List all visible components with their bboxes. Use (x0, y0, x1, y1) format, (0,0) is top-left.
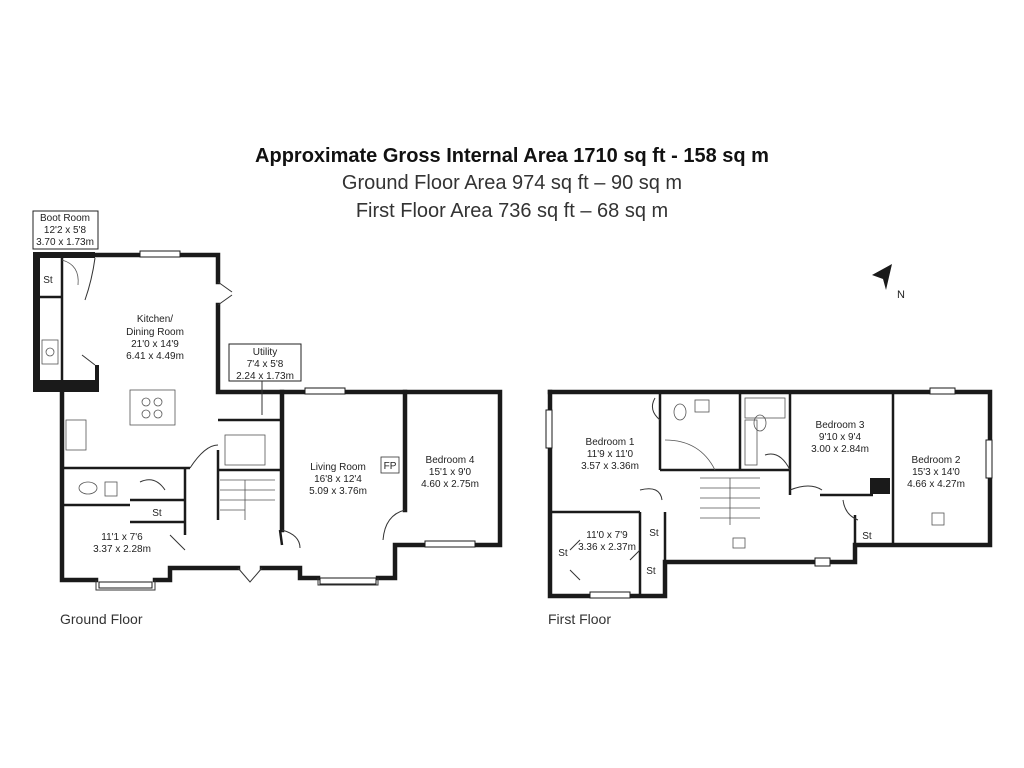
svg-text:7'4 x 5'8: 7'4 x 5'8 (247, 359, 284, 370)
svg-text:15'3 x 14'0: 15'3 x 14'0 (912, 467, 960, 478)
svg-text:5.09 x 3.76m: 5.09 x 3.76m (309, 486, 367, 497)
svg-text:3.37 x 2.28m: 3.37 x 2.28m (93, 544, 151, 555)
kitchen-label: Kitchen/ Dining Room 21'0 x 14'9 6.41 x … (126, 314, 184, 362)
svg-text:Bedroom 4: Bedroom 4 (426, 455, 475, 466)
bedroom3-label: Bedroom 3 9'10 x 9'4 3.00 x 2.84m (811, 420, 869, 455)
svg-text:21'0 x 14'9: 21'0 x 14'9 (131, 339, 179, 350)
boot-room-walls (33, 252, 99, 392)
svg-text:3.36 x 2.37m: 3.36 x 2.37m (578, 542, 636, 553)
svg-text:11'0 x 7'9: 11'0 x 7'9 (586, 530, 628, 541)
store-label-a: St (649, 528, 659, 539)
svg-text:6.41 x 4.49m: 6.41 x 4.49m (126, 351, 184, 362)
svg-text:4.60 x 2.75m: 4.60 x 2.75m (421, 479, 479, 490)
svg-text:Utility: Utility (253, 347, 277, 358)
first-floor-label: First Floor (548, 611, 611, 627)
svg-text:Kitchen/: Kitchen/ (137, 314, 173, 325)
svg-text:Living Room: Living Room (310, 462, 366, 473)
living-room-label: Living Room 16'8 x 12'4 5.09 x 3.76m FP (309, 456, 400, 497)
north-arrow-icon: N (872, 264, 905, 301)
svg-text:FP: FP (384, 461, 397, 472)
svg-text:3.70 x 1.73m: 3.70 x 1.73m (36, 237, 94, 248)
store-label-b: St (558, 548, 568, 559)
svg-text:2.24 x 1.73m: 2.24 x 1.73m (236, 371, 294, 382)
svg-text:Bedroom 2: Bedroom 2 (912, 455, 961, 466)
north-label: N (897, 289, 905, 301)
utility-label: Utility 7'4 x 5'8 2.24 x 1.73m (228, 343, 302, 415)
svg-text:Bedroom 3: Bedroom 3 (816, 420, 865, 431)
svg-text:15'1 x 9'0: 15'1 x 9'0 (429, 467, 472, 478)
svg-text:Bedroom 1: Bedroom 1 (586, 437, 635, 448)
svg-text:4.66 x 4.27m: 4.66 x 4.27m (907, 479, 965, 490)
boot-room-label: Boot Room 12'2 x 5'8 3.70 x 1.73m (32, 210, 99, 250)
first-floor-plan: Bedroom 1 11'9 x 11'0 3.57 x 3.36m Bedro… (545, 387, 993, 627)
svg-text:3.57 x 3.36m: 3.57 x 3.36m (581, 461, 639, 472)
store-label-d: St (862, 531, 872, 542)
svg-text:12'2 x 5'8: 12'2 x 5'8 (44, 225, 87, 236)
store-label-c: St (646, 566, 656, 577)
svg-text:11'9 x 11'0: 11'9 x 11'0 (587, 449, 634, 460)
first-floor-area: First Floor Area 736 sq ft – 68 sq m (355, 200, 669, 222)
ground-floor-label: Ground Floor (60, 611, 143, 627)
gross-area-title: Approximate Gross Internal Area 1710 sq … (255, 145, 769, 167)
study-label: 11'1 x 7'6 3.37 x 2.28m (93, 532, 151, 555)
first-floor-walls (545, 387, 993, 599)
svg-text:16'8 x 12'4: 16'8 x 12'4 (314, 474, 362, 485)
bedroom4-label: Bedroom 4 15'1 x 9'0 4.60 x 2.75m (421, 455, 479, 490)
svg-text:Boot Room: Boot Room (40, 213, 90, 224)
bedroom1-label: Bedroom 1 11'9 x 11'0 3.57 x 3.36m (581, 437, 639, 472)
bedroom2-label: Bedroom 2 15'3 x 14'0 4.66 x 4.27m (907, 455, 965, 490)
svg-text:Dining Room: Dining Room (126, 327, 184, 338)
ground-floor-walls (59, 250, 503, 591)
store-label: St (152, 508, 162, 519)
boot-room-store-label: St (43, 275, 53, 286)
ground-floor-area: Ground Floor Area 974 sq ft – 90 sq m (341, 172, 683, 194)
dressing-room-label: 11'0 x 7'9 3.36 x 2.37m (578, 530, 636, 553)
svg-text:11'1 x 7'6: 11'1 x 7'6 (101, 532, 143, 543)
svg-text:9'10 x 9'4: 9'10 x 9'4 (819, 432, 862, 443)
ground-floor-plan: Boot Room 12'2 x 5'8 3.70 x 1.73m St Kit… (32, 210, 503, 627)
svg-text:3.00 x 2.84m: 3.00 x 2.84m (811, 444, 869, 455)
